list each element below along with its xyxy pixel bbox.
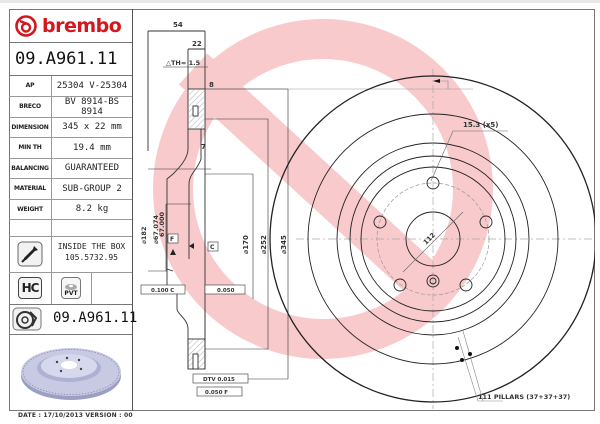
drawing-canvas: 54 22 △TH= 1.5 8 7 ⌀182 ⌀67.074 67.000 ⌀…: [140, 19, 595, 409]
brand-name: brembo: [42, 14, 122, 37]
inside-box-label: INSIDE THE BOX: [57, 242, 126, 251]
spec-key: MATERIAL: [9, 178, 52, 200]
tolerance-dtv: DTV 0.015: [203, 377, 235, 383]
cross-section-view: [140, 30, 473, 397]
dim-22: 22: [192, 40, 202, 48]
spec-key: AP: [9, 76, 52, 97]
pvt-label: PVT: [64, 290, 78, 297]
tolerance-parallel-f: 0.050 F: [205, 390, 228, 396]
inside-box-part: 105.5732.95: [65, 253, 118, 262]
badge-row: HC PVT: [9, 272, 132, 305]
top-border: [0, 0, 600, 3]
spec-key: BALANCING: [9, 158, 52, 179]
dia-67-000: 67.000: [158, 211, 166, 237]
inside-box-icon-cell: [9, 235, 52, 272]
dia-170: ⌀170: [242, 235, 250, 254]
spec-value: SUB-GROUP 2: [51, 178, 132, 200]
datum-c: C: [210, 244, 215, 251]
spec-value: 345 x 22 mm: [51, 117, 132, 138]
pvt-disc-icon: [65, 284, 77, 290]
pvt-badge: PVT: [61, 277, 81, 299]
hc-badge: HC: [18, 277, 42, 299]
disc-product-image: [9, 334, 132, 411]
screw-icon: [17, 241, 43, 266]
pcd-label: 112: [422, 231, 437, 246]
dim-7: 7: [201, 143, 206, 151]
disc-wheel-icon: [12, 307, 42, 331]
spec-key: MIN TH: [9, 137, 52, 159]
empty-row: [9, 220, 132, 237]
tolerance-flatness: 0.050: [217, 288, 235, 294]
spec-value: BV 8914-BS 8914: [51, 96, 132, 118]
hc-cell: HC: [9, 272, 52, 304]
inside-box-row: INSIDE THE BOX 105.5732.95: [9, 235, 132, 273]
part-number: 09.A961.11: [9, 43, 132, 76]
dim-8: 8: [209, 81, 214, 89]
dim-54: 54: [173, 21, 183, 29]
spec-key: BRECO: [9, 96, 52, 118]
brand-logo: brembo: [9, 9, 132, 43]
front-view: [269, 69, 595, 409]
brembo-logo-icon: [15, 14, 37, 37]
pvt-cell: PVT: [51, 272, 92, 304]
delta-th: △TH= 1.5: [166, 59, 201, 67]
dia-345: ⌀345: [280, 235, 288, 254]
reference-part-number: 09.A961.11: [53, 310, 138, 326]
datum-f: F: [170, 236, 174, 243]
brembo-watermark-icon: [153, 19, 493, 359]
spec-value: 25304 V-25304: [51, 76, 132, 97]
reference-row: 09.A961.11: [9, 304, 137, 335]
spec-value: GUARANTEED: [51, 158, 132, 179]
spec-key: DIMENSION: [9, 117, 52, 138]
bolt-hole-label: 15.3 (x5): [463, 121, 499, 129]
pillars-label: 111 PILLARS (37+37+37): [478, 393, 570, 401]
inside-box-text: INSIDE THE BOX 105.5732.95: [51, 241, 132, 263]
dia-252: ⌀252: [260, 235, 268, 254]
empty-spec-rows: [9, 203, 132, 237]
technical-drawing: 54 22 △TH= 1.5 8 7 ⌀182 ⌀67.074 67.000 ⌀…: [133, 9, 595, 411]
empty-row: [9, 203, 132, 220]
dia-67-074: ⌀67.074: [152, 215, 160, 244]
tolerance-runout-c: 0.100 C: [151, 288, 174, 294]
date-version: DATE : 17/10/2013 VERSION : 00: [18, 412, 133, 419]
dia-182: ⌀182: [140, 227, 148, 244]
brake-disc-render-icon: [21, 348, 121, 400]
spec-value: 19.4 mm: [51, 137, 132, 159]
